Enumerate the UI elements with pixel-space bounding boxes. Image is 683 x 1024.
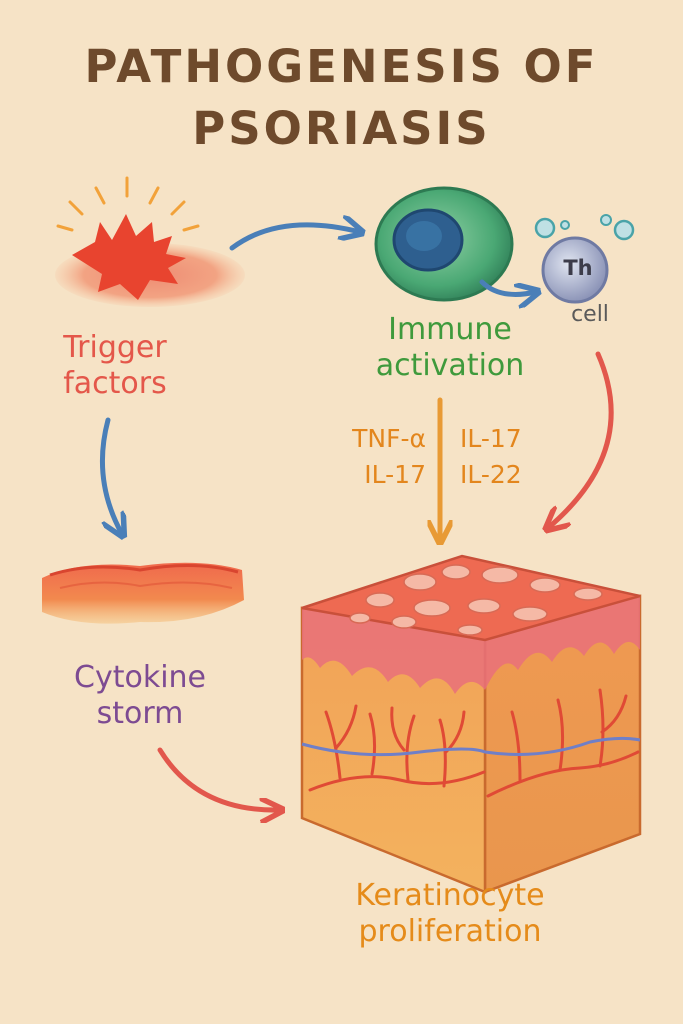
arrow-trigger-to-immune bbox=[229, 225, 360, 251]
th-cell-icon bbox=[534, 214, 635, 304]
arrow-trigger-to-cytokine-storm bbox=[99, 417, 122, 534]
cytokine-label: IL-17 bbox=[460, 424, 522, 453]
cytokine-label: IL-17 bbox=[364, 460, 426, 489]
arrow-cytokine-storm-to-keratinocyte bbox=[157, 747, 280, 810]
arrow-immune-to-th-cell bbox=[479, 279, 536, 294]
immune-cell-icon bbox=[374, 186, 514, 302]
cytokine-storm-patch-icon bbox=[42, 562, 244, 624]
immune-activation-label: Immune activation bbox=[375, 312, 525, 383]
arrow-th-cell-to-keratinocyte bbox=[548, 351, 614, 528]
cytokine-label: IL-22 bbox=[460, 460, 522, 489]
skin-block-icon bbox=[300, 554, 642, 894]
page-title-line-2: PSORIASIS bbox=[192, 102, 491, 155]
trigger-factors-label: Trigger factors bbox=[63, 330, 167, 401]
page-title-line-1: PATHOGENESIS OF bbox=[84, 40, 599, 93]
th-cell-label: cell bbox=[571, 302, 609, 327]
th-cell-symbol: Th bbox=[563, 256, 593, 280]
trigger-burst-icon bbox=[55, 176, 245, 307]
cytokine-storm-label: Cytokine storm bbox=[74, 660, 206, 731]
cytokine-label: TNF-α bbox=[352, 424, 426, 453]
keratinocyte-proliferation-label: Keratinocyte proliferation bbox=[355, 878, 545, 949]
